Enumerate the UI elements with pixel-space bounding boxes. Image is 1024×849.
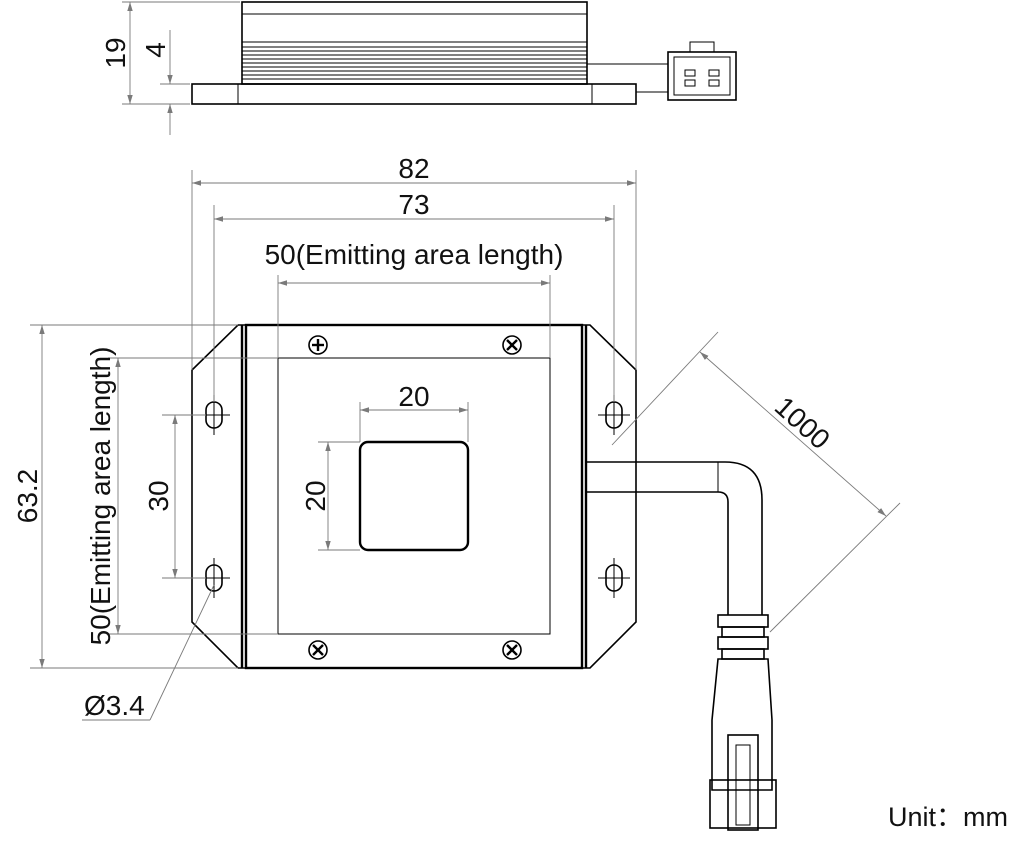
screw-top-left xyxy=(308,335,328,355)
dim-cable-length xyxy=(611,331,901,633)
side-housing xyxy=(241,1,588,85)
dim-window-h xyxy=(318,441,360,551)
screw-top-right xyxy=(502,335,522,355)
heat-sink-fins xyxy=(242,46,587,80)
front-view xyxy=(30,170,901,831)
side-connector xyxy=(667,41,737,101)
mounting-plate xyxy=(191,324,637,669)
dim-hole-diameter xyxy=(82,584,215,721)
cable xyxy=(586,461,763,615)
side-view xyxy=(122,1,737,135)
dim-width-73 xyxy=(213,205,615,402)
label-hole-diameter: Ø3.4 xyxy=(84,690,145,721)
label-window-w: 20 xyxy=(398,381,429,412)
label-cable-length: 1000 xyxy=(769,391,836,456)
dim-height-19 xyxy=(122,1,240,105)
dim-emit-length-h xyxy=(277,275,551,358)
cable-connector xyxy=(709,614,777,831)
label-height-outer: 63.2 xyxy=(12,469,43,524)
label-width-outer: 82 xyxy=(398,153,429,184)
mount-hole-bottom-right xyxy=(598,558,630,598)
unit-label: Unit：mm xyxy=(888,802,1008,832)
emitting-area xyxy=(277,357,551,635)
dim-height-63 xyxy=(30,324,238,669)
emission-window xyxy=(358,440,470,552)
dim-hole-pitch-v xyxy=(162,414,206,579)
label-window-h: 20 xyxy=(300,480,331,511)
dim-base-4 xyxy=(160,30,190,135)
side-base-plate xyxy=(191,83,637,105)
label-emit-length-v: 50(Emitting area length) xyxy=(85,347,116,646)
label-width-hole-pitch: 73 xyxy=(398,189,429,220)
screw-bottom-left xyxy=(308,640,328,660)
label-hole-pitch-v: 30 xyxy=(143,480,174,511)
dim-width-82 xyxy=(191,170,637,370)
label-base-thickness: 4 xyxy=(140,42,171,58)
housing-body xyxy=(244,323,584,670)
dim-window-w xyxy=(359,402,469,442)
dim-emit-length-v xyxy=(108,357,278,635)
screw-bottom-right xyxy=(502,640,522,660)
label-height-total: 19 xyxy=(100,37,131,68)
label-emit-length-h: 50(Emitting area length) xyxy=(265,239,564,270)
